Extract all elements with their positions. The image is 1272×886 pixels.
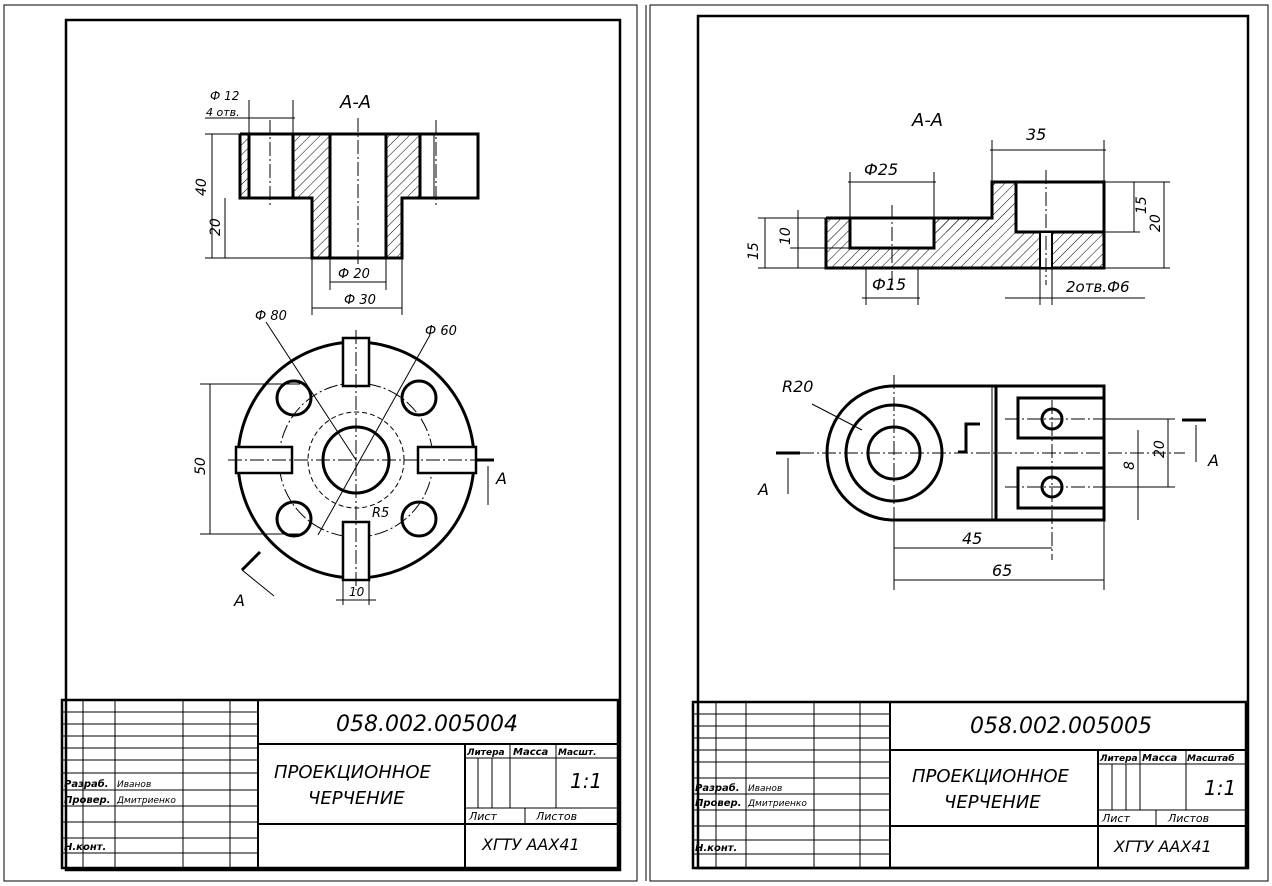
sheet-2-checker: Дмитриенко xyxy=(747,799,807,809)
sheet-1-section-view: А-А Ф 12 4 отв. xyxy=(194,89,480,315)
sheet-2-row-developer: Разраб. xyxy=(695,782,740,794)
sheet-1-row-ncontrol: Н.конт. xyxy=(64,842,106,853)
sheet-2-col-litera: Литера xyxy=(1099,754,1138,764)
hatch-left-wall-top xyxy=(293,134,330,198)
hatch-left-flange xyxy=(240,134,249,198)
dim-height-10: 10 xyxy=(778,227,794,245)
sheet-1-title-line1: ПРОЕКЦИОННОЕ xyxy=(274,762,432,783)
sheet-1-title-line2: ЧЕРЧЕНИЕ xyxy=(308,788,405,809)
sheet-1-sheet-label: Лист xyxy=(468,810,497,823)
dim-height-40: 40 xyxy=(194,178,210,196)
sheet-1-plan-view: Ф 80 Ф 60 50 R5 10 А А xyxy=(193,309,507,610)
sheet-1-row-checker: Провер. xyxy=(64,795,110,806)
dim-height-15-right: 15 xyxy=(1134,196,1150,214)
sheet-1-col-litera: Литера xyxy=(466,748,505,758)
dim-height-50: 50 xyxy=(193,457,209,475)
sheet-2-sheet-label: Лист xyxy=(1101,812,1130,825)
bolt-hole xyxy=(275,500,313,538)
sheet-2-col-scale: Масштаб xyxy=(1187,753,1235,764)
sheet-1-col-scale: Масшт. xyxy=(558,748,597,758)
sheet-1-frame xyxy=(64,18,622,872)
sheet-2-edge xyxy=(649,4,1269,882)
dim-vertical-20: 20 xyxy=(1152,440,1168,458)
dim-height-20: 20 xyxy=(208,218,224,236)
sheet-2-row-ncontrol: Н.конт. xyxy=(695,843,737,854)
dim-dia-15: Ф15 xyxy=(872,275,906,294)
sheet-2-doc-number: 058.002.005005 xyxy=(970,714,1152,739)
dim-holes-6: 2отв.Ф6 xyxy=(1066,278,1130,296)
sheet-2-section-view: А-А 35 Ф25 15 10 xyxy=(746,110,1170,305)
hatch-left-wall-bottom xyxy=(312,198,330,258)
bolt-hole xyxy=(400,379,438,417)
dim-hole-count: 4 отв. xyxy=(206,106,240,119)
sheet-2-developer: Иванов xyxy=(748,784,782,794)
cut-marker-left: А xyxy=(233,591,245,610)
sheet-2-sheets-label: Листов xyxy=(1167,812,1209,825)
cut-marker-left: А xyxy=(757,480,769,499)
sheet-1-edge xyxy=(3,4,638,882)
dim-width-10: 10 xyxy=(349,585,365,599)
dim-length-45: 45 xyxy=(962,529,982,548)
sheet-2-col-mass: Масса xyxy=(1142,753,1178,764)
part-outline xyxy=(825,384,1106,522)
sheet-1: А-А Ф 12 4 отв. xyxy=(60,18,622,872)
dim-hole-dia: Ф 12 xyxy=(210,89,239,103)
dim-length-35: 35 xyxy=(1026,125,1046,144)
dim-vertical-8: 8 xyxy=(1122,461,1138,470)
dim-dia-20: Ф 20 xyxy=(338,267,370,282)
sheet-1-org: ХГТУ ААХ41 xyxy=(481,835,580,854)
sheet-1-row-developer: Разраб. xyxy=(64,778,109,790)
sheet-1-scale: 1:1 xyxy=(570,769,602,793)
sheet-2-title-line1: ПРОЕКЦИОННОЕ xyxy=(912,766,1070,787)
sheet-2-title-block: 058.002.005005 ПРОЕКЦИОННОЕ ЧЕРЧЕНИЕ Лит… xyxy=(691,700,1248,870)
sheet-2-scale: 1:1 xyxy=(1204,776,1236,800)
dim-dia-25: Ф25 xyxy=(864,160,898,179)
sheet-1-checker: Дмитриенко xyxy=(116,796,176,806)
hatch-right-wall-bottom xyxy=(386,198,402,258)
sheet-1-col-mass: Масса xyxy=(513,747,549,758)
cut-marker-right: А xyxy=(1207,451,1219,470)
sheet-2-row-checker: Провер. xyxy=(695,798,741,809)
hatch-right-wall-top xyxy=(386,134,420,198)
sheet-1-doc-number: 058.002.005004 xyxy=(336,712,518,737)
sheet-1-developer: Иванов xyxy=(117,780,151,790)
sheet-1-sheets-label: Листов xyxy=(535,810,577,823)
sheet-2-plan-view: R20 20 8 45 65 А А xyxy=(757,375,1219,590)
dim-height-15: 15 xyxy=(746,242,762,260)
sheet-1-section-label: А-А xyxy=(339,92,371,113)
sheet-2-section-label: А-А xyxy=(911,110,943,131)
dim-dia-80: Ф 80 xyxy=(255,309,287,324)
dim-radius-20: R20 xyxy=(782,377,813,396)
sheet-2-title-line2: ЧЕРЧЕНИЕ xyxy=(944,792,1041,813)
sheet-2-org: ХГТУ ААХ41 xyxy=(1113,837,1212,856)
dim-height-20-right: 20 xyxy=(1148,214,1164,232)
dim-radius-5: R5 xyxy=(372,506,389,521)
sheet-2: А-А 35 Ф25 15 10 xyxy=(691,14,1250,870)
bolt-hole xyxy=(400,500,438,538)
bolt-hole xyxy=(275,379,313,417)
pocket xyxy=(1014,180,1106,234)
cut-marker-right: А xyxy=(495,469,507,488)
dim-dia-60: Ф 60 xyxy=(425,324,457,339)
dim-dia-30: Ф 30 xyxy=(344,293,376,308)
dim-length-65: 65 xyxy=(992,561,1012,580)
sheet-1-title-block: 058.002.005004 ПРОЕКЦИОННОЕ ЧЕРЧЕНИЕ Лит… xyxy=(60,698,620,870)
section-outline xyxy=(238,132,480,260)
